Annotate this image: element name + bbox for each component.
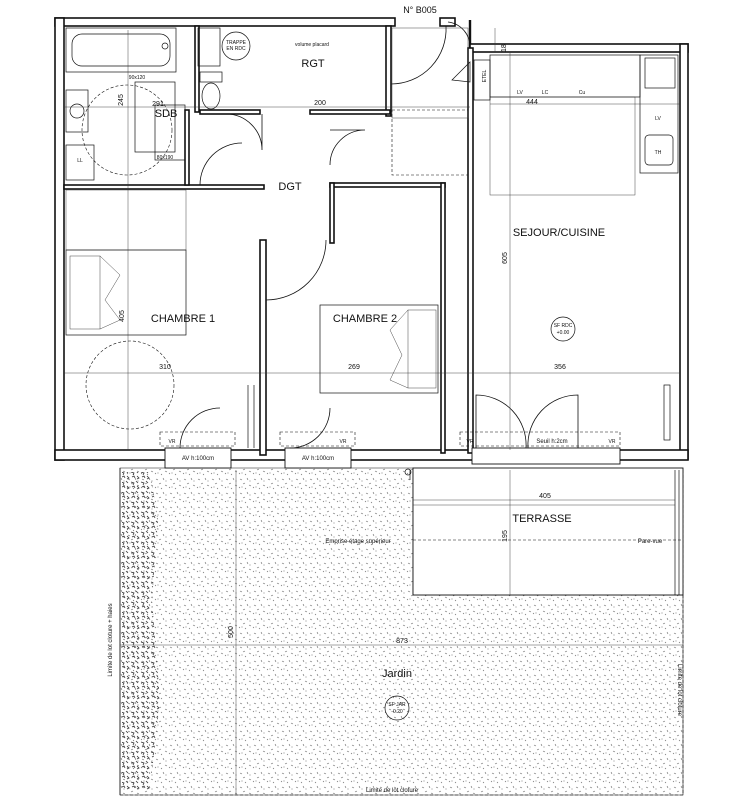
dimension-labels: 18 444 605 356 200 245 291 405 310 269 4…	[118, 44, 566, 645]
bathtub	[65, 27, 177, 73]
note-shower-80x190: 80x190	[157, 155, 174, 161]
bathroom-fixtures	[65, 27, 251, 181]
dim-18: 18	[501, 44, 508, 52]
dim-405-chambre1: 405	[119, 310, 126, 322]
note-limite-left: Limite de lot cloture + haies	[108, 603, 114, 676]
note-av-1: AV h:100cm	[182, 456, 214, 462]
note-sf-rdc-level: +0.00	[557, 330, 570, 336]
dim-195: 195	[502, 530, 509, 542]
label-sejour: SEJOUR/CUISINE	[513, 227, 605, 239]
note-trappe: TRAPPE	[226, 40, 247, 46]
lot-number: N° B005	[403, 5, 437, 15]
note-etel: ETEL	[482, 70, 488, 83]
trap-hatch	[221, 31, 251, 61]
beds	[65, 189, 439, 430]
washing-machine	[65, 144, 95, 181]
note-vr-1: VR	[169, 439, 176, 445]
hedge	[122, 472, 160, 790]
note-sf-jar-level: -0.20	[391, 709, 403, 715]
room-labels: RGT SDB DGT SEJOUR/CUISINE CHAMBRE 1 CHA…	[151, 5, 605, 680]
label-jardin: Jardin	[382, 668, 412, 680]
turning-circle	[81, 84, 173, 176]
note-sf-jar: SF JAR	[388, 702, 406, 708]
note-limite-right: Limite de lot cloture	[676, 664, 682, 717]
dim-200: 200	[314, 100, 326, 107]
dim-356: 356	[554, 364, 566, 371]
note-av-2: AV h:100cm	[302, 456, 334, 462]
dim-291: 291	[152, 101, 164, 108]
note-cu: Cu	[579, 90, 586, 96]
sink	[644, 134, 674, 166]
note-limite-bottom: Limite de lot cloture	[366, 788, 419, 794]
label-chambre1: CHAMBRE 1	[151, 313, 215, 325]
note-ll: LL	[77, 158, 83, 164]
dim-873: 873	[396, 638, 408, 645]
note-shower-90x120: 90x120	[129, 75, 146, 81]
building-walls	[54, 17, 689, 461]
note-vr-2: VR	[340, 439, 347, 445]
dim-605: 605	[502, 252, 509, 264]
note-volume-placard: volume placard	[295, 42, 329, 48]
garden-area	[119, 467, 684, 796]
toilet-tank	[199, 71, 223, 83]
note-en-rdc: EN RDC	[226, 46, 246, 52]
note-pare-vue: Pare-vue	[638, 539, 663, 545]
closets	[391, 27, 469, 176]
note-lc: LC	[542, 90, 549, 96]
terrace	[412, 467, 684, 596]
label-rgt: RGT	[301, 58, 325, 70]
label-chambre2: CHAMBRE 2	[333, 313, 397, 325]
kitchen	[473, 54, 679, 196]
note-emprise: Emprise étage supérieur	[325, 539, 390, 545]
note-th: TH	[655, 150, 662, 156]
doors	[199, 21, 471, 301]
note-sf-rdc: SF RDC	[554, 323, 573, 329]
windows	[159, 384, 671, 480]
dim-405-terrasse: 405	[539, 493, 551, 500]
dim-310: 310	[159, 364, 171, 371]
washbasin	[65, 89, 89, 133]
dimension-lines	[64, 28, 683, 795]
fridge	[644, 57, 676, 89]
note-lv: LV	[517, 90, 523, 96]
level-marker-jardin	[384, 695, 410, 721]
note-seuil: Seuil h:2cm	[536, 439, 567, 445]
annotations: volume placard TRAPPE EN RDC 90x120 80x1…	[77, 40, 682, 794]
label-sdb: SDB	[155, 108, 178, 120]
note-lv2: LV	[655, 116, 661, 122]
label-dgt: DGT	[278, 181, 302, 193]
bed-chambre2	[319, 304, 439, 394]
dim-444: 444	[526, 99, 538, 106]
dim-245: 245	[118, 94, 125, 106]
dim-500: 500	[228, 626, 235, 638]
level-marker-rdc	[550, 316, 576, 342]
toilet-bowl	[201, 82, 221, 110]
note-vr-3: VR	[467, 439, 474, 445]
dim-269: 269	[348, 364, 360, 371]
label-terrasse: TERRASSE	[512, 513, 571, 525]
note-vr-4: VR	[609, 439, 616, 445]
